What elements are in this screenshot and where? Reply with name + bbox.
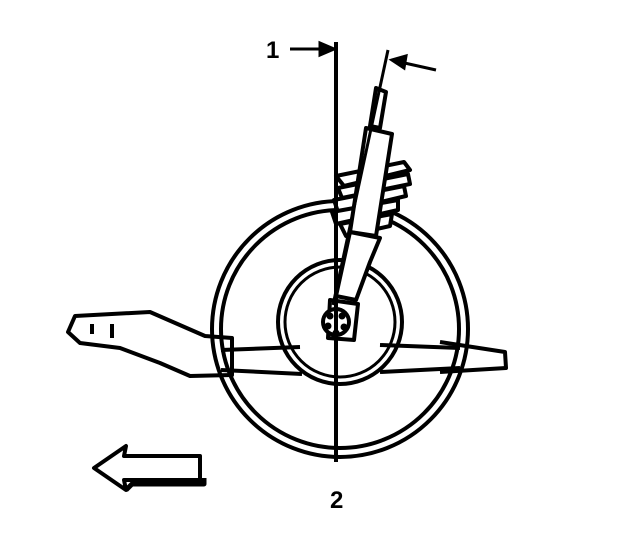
callout-2: 2 <box>330 487 343 514</box>
callout-1: 1 <box>266 37 279 64</box>
caster-angle-arrows <box>290 40 437 72</box>
control-arm <box>66 310 508 378</box>
axle-beam <box>220 343 461 376</box>
steering-axis-line <box>331 49 390 306</box>
forward-arrow-icon <box>92 444 207 492</box>
